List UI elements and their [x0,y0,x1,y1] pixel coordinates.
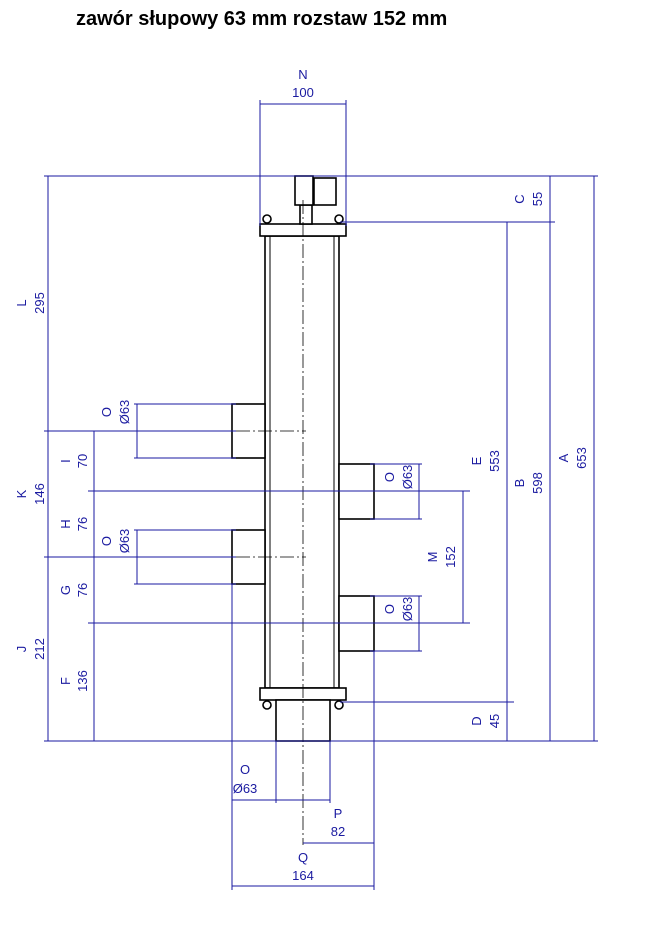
main-column [264,235,340,689]
dim-l-letter: L [14,299,29,306]
dim-o-left-mid-letter: O [99,536,114,546]
dim-o-bottom-value: Ø63 [233,781,258,796]
dim-n-value: 100 [292,85,314,100]
dim-h-letter: H [58,519,73,528]
dim-o-right-top-letter: O [382,472,397,482]
dim-j-value: 212 [32,638,47,660]
bolt-bottom-left [262,700,272,710]
dim-m-value: 152 [443,546,458,568]
dim-p-letter: P [334,806,343,821]
vent-valve-cap [313,177,337,206]
dim-o-bottom-letter: O [240,762,250,777]
dim-o-left-mid-value: Ø63 [117,529,132,554]
dim-e-letter: E [469,456,484,465]
dim-j-letter: J [14,646,29,653]
bolt-top-right [334,214,344,224]
dim-l-value: 295 [32,292,47,314]
dim-g-letter: G [58,585,73,595]
dim-c-letter: C [512,194,527,203]
dim-f-letter: F [58,677,73,685]
bolt-bottom-right [334,700,344,710]
dim-c-value: 55 [530,192,545,206]
dim-p-value: 82 [331,824,345,839]
dim-e-value: 553 [487,450,502,472]
dim-q-letter: Q [298,850,308,865]
dim-f-value: 136 [75,670,90,692]
dim-o-right-bot-letter: O [382,604,397,614]
dimension-lines [44,100,598,890]
dim-o-right-bot-value: Ø63 [400,597,415,622]
dim-a-value: 653 [574,447,589,469]
dim-g-value: 76 [75,583,90,597]
dim-n-letter: N [298,67,307,82]
dim-o-left-top-value: Ø63 [117,400,132,425]
dim-o-left-top-letter: O [99,407,114,417]
dim-q-value: 164 [292,868,314,883]
dim-i-letter: I [58,459,73,463]
dim-h-value: 76 [75,517,90,531]
bolt-top-left [262,214,272,224]
dim-k-letter: K [14,489,29,498]
dim-k-value: 146 [32,483,47,505]
dim-b-value: 598 [530,472,545,494]
dim-b-letter: B [512,479,527,488]
dim-m-letter: M [425,552,440,563]
drawing-title: zawór słupowy 63 mm rozstaw 152 mm [76,8,448,30]
dim-a-letter: A [556,453,571,462]
vent-valve-housing [294,175,314,206]
column-valve-body [231,175,375,845]
dim-i-value: 70 [75,454,90,468]
dim-d-value: 45 [487,714,502,728]
vent-valve-stem [299,204,313,225]
dimension-labels: N 100 L 295 K 146 J 212 I 70 H 76 G 76 F… [14,67,589,883]
dim-d-letter: D [469,716,484,725]
dim-o-right-top-value: Ø63 [400,465,415,490]
